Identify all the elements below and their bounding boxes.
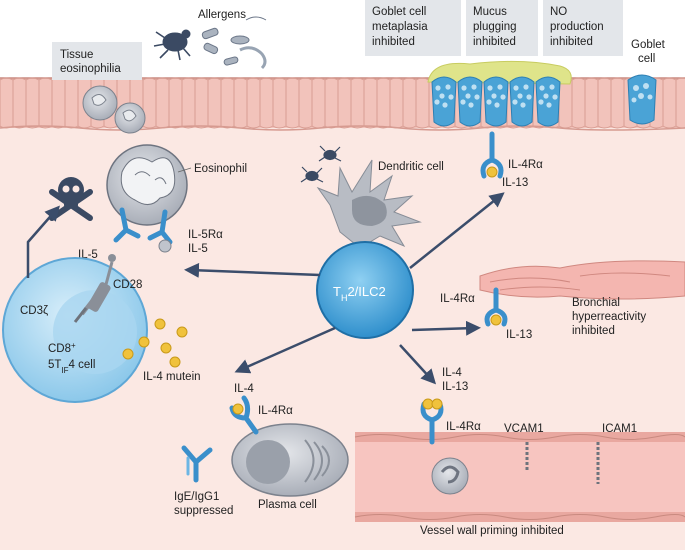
bronchial-muscle [479, 260, 685, 300]
il5ra-receptor [113, 207, 173, 245]
vessel-leukocyte [431, 457, 469, 495]
il13-ligand-mid [490, 314, 502, 326]
car-receptor [73, 254, 116, 323]
il4ra-top-receptor [480, 131, 504, 179]
no-production-line3: inhibited [550, 36, 593, 48]
plasma-cell-label: Plasma cell [258, 499, 317, 511]
no-production-line1: NO [550, 6, 567, 18]
goblet-cells-group [431, 76, 561, 127]
cd8-label-line2: 5TIF4 cell [48, 359, 95, 375]
il4ra-plasma-label: IL-4Rα [258, 405, 293, 417]
tissue-eosinophilia-box: Tissue eosinophilia [52, 42, 142, 80]
goblet-cell [457, 76, 483, 127]
arrow-to-vessel [399, 344, 437, 385]
il13-ligand-vessel [431, 398, 443, 410]
il4-mutein-dots [122, 318, 188, 368]
il4ra-vessel-label: IL-4Rα [446, 421, 481, 433]
skull-icon [49, 177, 93, 221]
epithelial-cell [675, 77, 685, 129]
mucus-plugging-line1: Mucus [473, 6, 507, 18]
mucus-plugging-box: Mucus plugging inhibited [466, 0, 538, 56]
il4-left-label: IL-4 [234, 383, 254, 395]
epithelial-eosinophils [82, 85, 146, 134]
allergen-pollen-icons [201, 16, 267, 70]
goblet-cell [483, 76, 509, 127]
goblet-cell [535, 76, 561, 127]
il13-top-label: IL-13 [502, 177, 528, 189]
bronchial-line2: hyperreactivity [572, 311, 646, 323]
icam1-label: ICAM1 [602, 423, 637, 435]
cd28-label: CD28 [113, 279, 142, 291]
eosinophil-label: Eosinophil [194, 163, 247, 175]
cd8-label-line1: CD8+ [48, 341, 76, 356]
goblet-metaplasia-line1: Goblet cell [372, 6, 426, 18]
il13-right-label: IL-13 [442, 381, 468, 393]
goblet-cell-single [627, 74, 657, 125]
goblet-cell-label-line2: cell [638, 53, 655, 65]
il4-mutein-label: IL-4 mutein [143, 371, 201, 383]
il4-ligand-plasma [232, 403, 244, 415]
mite-icons-small [300, 145, 342, 183]
no-production-line2: production [550, 21, 604, 33]
goblet-metaplasia-box: Goblet cell metaplasia inhibited [365, 0, 461, 56]
ige-label-line2: suppressed [174, 505, 233, 517]
mucus-plugging-line3: inhibited [473, 36, 516, 48]
il4ra-mid-label: IL-4Rα [440, 293, 475, 305]
arrow-to-epithelium [409, 192, 505, 269]
dendritic-cell [316, 159, 422, 249]
il13-mid-label: IL-13 [506, 329, 532, 341]
arrow-cd8-to-skull [26, 205, 60, 278]
epithelium-layer [0, 77, 685, 131]
bronchial-line1: Bronchial [572, 297, 620, 309]
cd3z-label: CD3ζ [20, 305, 48, 317]
dendritic-cell-label: Dendritic cell [378, 161, 444, 173]
arrow-to-muscle [411, 320, 481, 336]
arrow-to-eosinophil [184, 262, 321, 278]
il4ra-plasma-receptor [229, 395, 259, 435]
th2-ilc2-label: TH2/ILC2 [333, 284, 386, 303]
no-production-box: NO production inhibited [543, 0, 623, 56]
il4ra-top-label: IL-4Rα [508, 159, 543, 171]
il4-right-label: IL-4 [442, 367, 462, 379]
plasma-cell [231, 423, 349, 497]
eosinophil-pointer [177, 167, 192, 173]
vcam1-label: VCAM1 [504, 423, 544, 435]
tissue-eosinophilia-line2: eosinophilia [60, 63, 121, 75]
goblet-cell-label-line1: Goblet [631, 39, 666, 51]
ige-label-line1: IgE/IgG1 [174, 491, 219, 503]
il13-ligand-top [486, 166, 498, 178]
goblet-metaplasia-line3: inhibited [372, 36, 415, 48]
arrow-to-plasma [234, 326, 336, 374]
eosinophil-cell [106, 144, 188, 226]
th2-ilc2-cell [316, 241, 414, 339]
il4ra-mid-receptor [484, 287, 508, 327]
goblet-metaplasia-line2: metaplasia [372, 21, 428, 33]
il5-ligand [158, 239, 172, 253]
antibody-icon [181, 445, 213, 483]
bronchial-line3: inhibited [572, 325, 615, 337]
goblet-cell [509, 76, 535, 127]
vessel [354, 432, 685, 522]
tissue-eosinophilia-line1: Tissue [60, 49, 93, 61]
allergens-label: Allergens [198, 9, 246, 21]
il5-right-label: IL-5 [188, 243, 208, 255]
cd8-cell [2, 257, 148, 403]
vessel-wall-label: Vessel wall priming inhibited [420, 525, 564, 537]
arrows [26, 192, 505, 385]
il5ra-label: IL-5Rα [188, 229, 223, 241]
mucus-plugging-line2: plugging [473, 21, 516, 33]
goblet-cell [431, 76, 457, 127]
allergen-mite-icon [153, 29, 191, 61]
